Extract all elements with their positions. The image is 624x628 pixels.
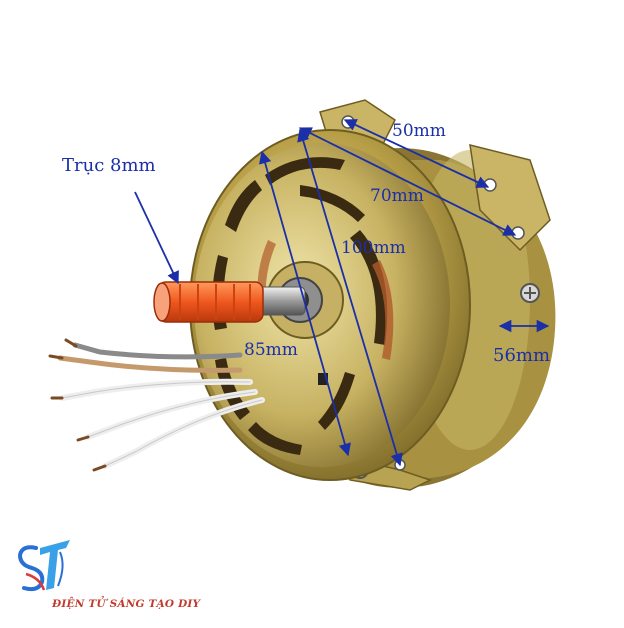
brand-tagline: ĐIỆN TỬ SÁNG TẠO DIY xyxy=(52,598,201,610)
dim-70-label: 70mm xyxy=(370,186,424,206)
st-logo-icon xyxy=(17,540,70,592)
dim-50-label: 50mm xyxy=(392,121,446,141)
lead-wires xyxy=(48,338,265,472)
dimension-arrows xyxy=(134,119,550,467)
dim-100-label: 100mm xyxy=(341,238,406,258)
shaft-pointer-arrow xyxy=(134,191,179,285)
dim-56-label: 56mm xyxy=(493,345,551,366)
mount-hole xyxy=(511,226,525,240)
shaft-cap xyxy=(153,281,264,323)
dim-85-label: 85mm xyxy=(244,340,298,360)
dim-85-arrow xyxy=(259,150,351,457)
shaft-diameter-label: Trục 8mm xyxy=(62,155,156,176)
